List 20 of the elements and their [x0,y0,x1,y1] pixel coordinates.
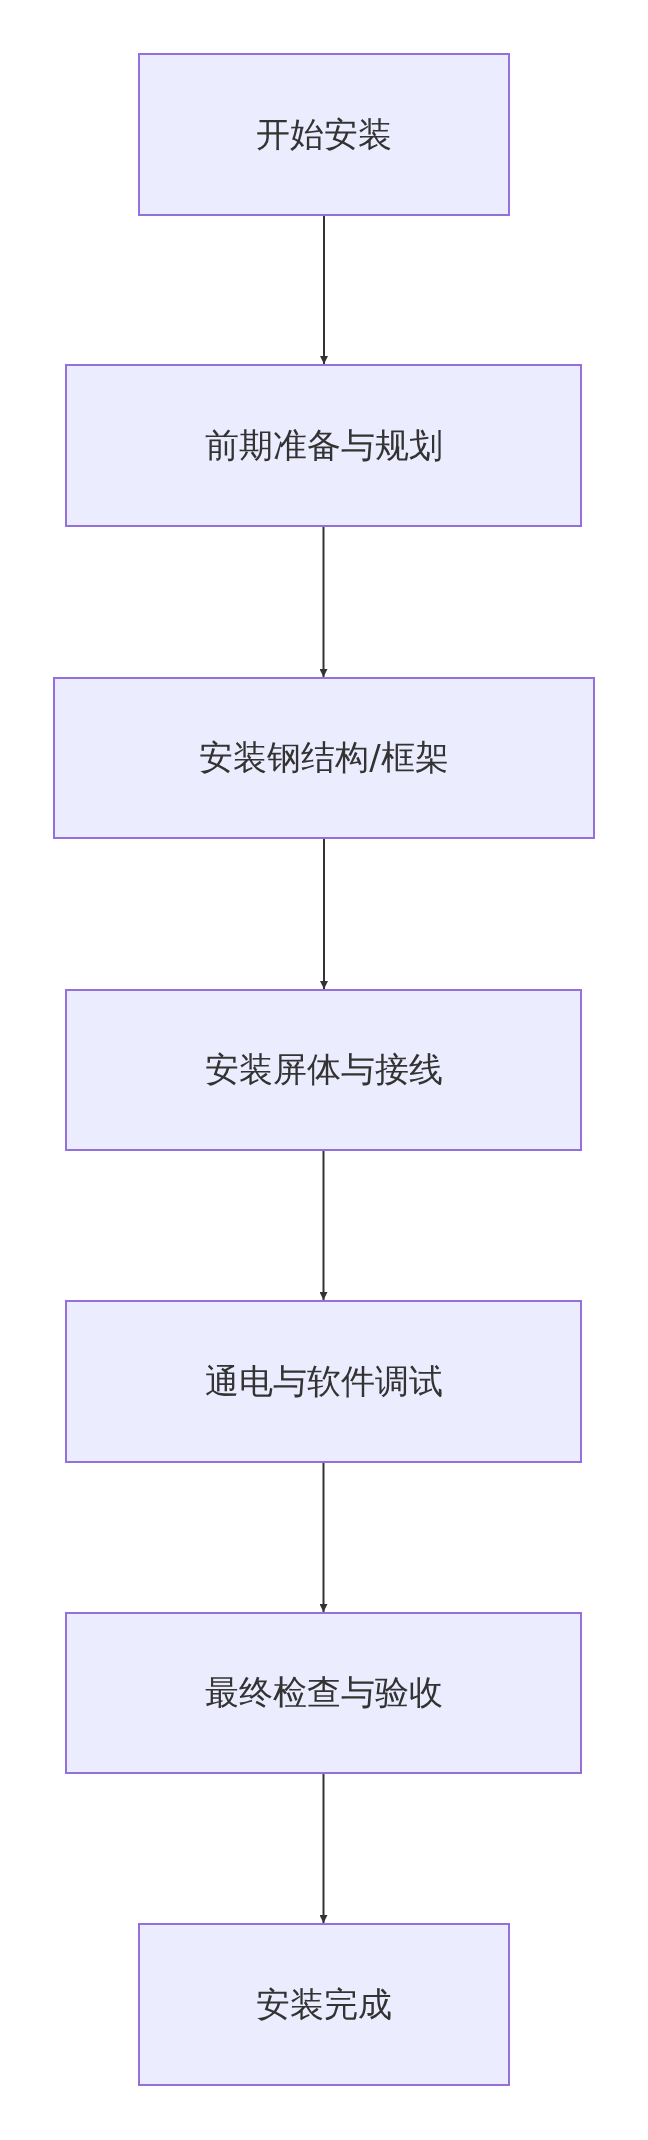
step-label: 最终检查与验收 [204,1671,443,1714]
step-label: 前期准备与规划 [204,423,443,467]
arrow [319,1462,328,1613]
process-box [65,364,582,527]
process-box [138,1923,510,2086]
step-label: 通电与软件调试 [204,1359,443,1403]
arrow [319,1150,328,1301]
process-box [65,1612,582,1774]
step-label: 开始安装 [256,112,392,156]
process-box [138,53,510,216]
arrow [320,215,328,365]
step-label: 安装完成 [256,1982,392,2026]
arrow [320,838,328,990]
process-box [53,677,595,839]
process-box [65,1300,582,1463]
arrow [319,526,328,678]
step-label: 安装钢结构/框架 [199,736,449,779]
step-label: 安装屏体与接线 [204,1048,443,1091]
arrow [319,1773,328,1924]
process-box [65,989,582,1151]
